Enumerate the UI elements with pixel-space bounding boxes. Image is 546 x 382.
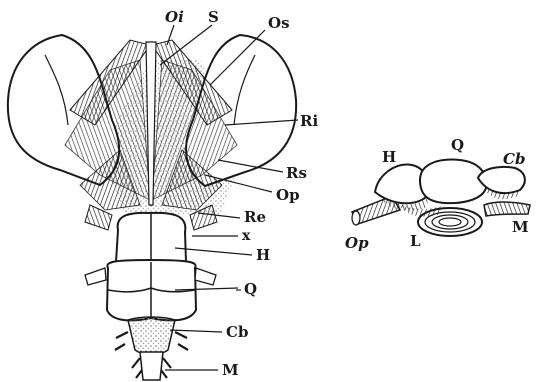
lateral-label-h: H (382, 148, 396, 166)
label-rs: Rs (286, 164, 307, 182)
lateral-label-l: L (410, 232, 421, 250)
label-oi: Oi (165, 8, 184, 26)
lateral-medulla (484, 202, 530, 216)
lateral-optic-lobe (420, 160, 486, 204)
right-lobe-process (195, 268, 216, 285)
cerebellum (128, 317, 175, 355)
lateral-label-cb: Cb (503, 150, 525, 168)
label-os: Os (268, 14, 290, 32)
label-m: M (222, 361, 239, 379)
dorsal-view: Oi S Os Ri Rs Op Re x H Q Cb M (8, 8, 319, 380)
medulla (140, 352, 163, 380)
lateral-label-m: M (512, 218, 529, 236)
label-ri: Ri (300, 112, 318, 130)
lateral-label-op: Op (345, 234, 369, 252)
lateral-stalk-end (352, 211, 360, 225)
label-q: Q (244, 280, 257, 298)
lateral-label-q: Q (451, 136, 464, 154)
label-op: Op (276, 186, 300, 204)
label-h: H (256, 246, 270, 264)
left-lobe-process (85, 268, 106, 285)
label-x: x (242, 228, 251, 244)
label-cb: Cb (226, 323, 248, 341)
lateral-view: H Q Cb M Op L (345, 136, 530, 252)
label-re: Re (244, 208, 266, 226)
label-s: S (208, 8, 219, 26)
